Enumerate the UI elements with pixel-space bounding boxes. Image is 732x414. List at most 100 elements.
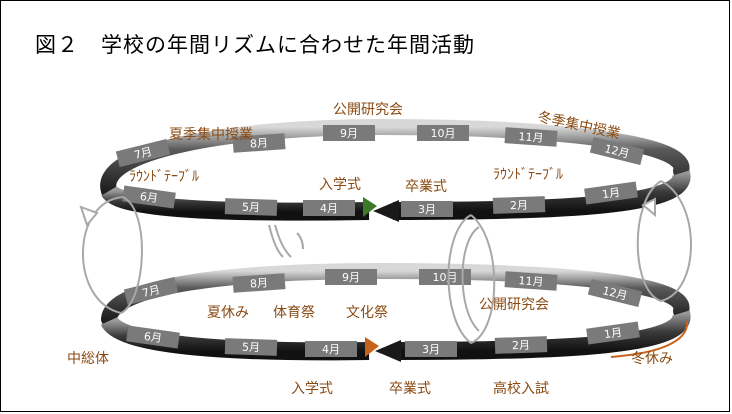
top-back-month-label: 10月 (431, 127, 456, 140)
bot-back-month-label: 10月 (433, 271, 458, 284)
label-high-school-exam: 高校入試 (493, 380, 549, 397)
bot-back-month-5: 11月 (504, 271, 558, 291)
bottom-front-months: 6月 5月 4月 3月 2月 1月 (126, 321, 640, 357)
bot-back-month-label: 7月 (141, 283, 162, 300)
bot-back-month-box (123, 276, 179, 306)
label-graduation-bottom: 卒業式 (389, 381, 431, 397)
top-back-month-box (323, 125, 375, 141)
bot-front-month-label: 4月 (322, 343, 340, 356)
bot-front-month-label: 2月 (512, 339, 530, 353)
bot-back-month-box (504, 271, 558, 291)
left-swirl-head (79, 205, 99, 228)
top-front-month-box (122, 185, 176, 209)
bot-back-month-box (232, 273, 286, 293)
bot-front-month-label: 1月 (603, 326, 623, 341)
top-front-month-2: 5月 (224, 198, 278, 216)
bot-back-month-box (325, 269, 377, 285)
top-front-month-box (224, 198, 278, 216)
right-swirl-head (641, 197, 656, 218)
top-front-months: 6月 5月 4月 3月 2月 1月 (122, 181, 638, 217)
top-back-month-label: 9月 (340, 127, 358, 140)
bot-front-month-box (586, 321, 640, 345)
center-swirl-arrow (447, 214, 496, 345)
top-back-month-label: 8月 (250, 136, 269, 150)
label-summer-break: 夏休み (207, 305, 249, 321)
top-back-months: 7月 8月 9月 10月 11月 12月 (115, 125, 645, 168)
label-culture-festival: 文化祭 (346, 305, 388, 321)
bottom-back-months: 7月 8月 9月 10月 11月 12月 (123, 269, 643, 308)
top-front-month-label: 1月 (601, 186, 621, 201)
label-entrance-bottom: 入学式 (291, 381, 333, 397)
bot-front-month-box (305, 341, 357, 357)
bottom-arrowhead (375, 340, 401, 362)
top-back-month-6: 12月 (589, 136, 645, 166)
top-back-month-label: 7月 (133, 145, 154, 162)
bot-front-month-3: 4月 (305, 341, 357, 357)
bot-front-month-label: 6月 (143, 330, 163, 345)
label-winter-break: 冬休み (631, 351, 673, 367)
bot-front-month-2: 5月 (224, 338, 278, 356)
top-back-month-2: 8月 (232, 133, 286, 153)
swirl-arrows (79, 180, 692, 345)
top-front-month-box (401, 201, 453, 217)
bot-back-month-label: 8月 (250, 276, 269, 290)
top-front-month-box (492, 196, 546, 214)
label-roundtable-right: ﾗｳﾝﾄﾞﾃｰﾌﾞﾙ (493, 167, 563, 183)
label-sports-festival: 体育祭 (273, 305, 315, 321)
bottom-cycle: 7月 8月 9月 10月 11月 12月 6月 5月 4月 3月 2月 1月 夏休み 体育祭 文化祭… (67, 262, 691, 397)
bot-front-month-label: 3月 (422, 343, 440, 356)
bot-front-month-6: 1月 (586, 321, 640, 345)
bot-back-month-1: 7月 (123, 276, 179, 306)
bottom-orange-edge (610, 320, 689, 358)
bottom-ring-front-right (396, 310, 691, 360)
top-front-month-label: 4月 (320, 202, 338, 215)
bot-back-month-3: 9月 (325, 269, 377, 285)
bot-front-month-1: 6月 (126, 325, 180, 349)
top-front-month-label: 2月 (510, 199, 528, 213)
mid-small-swirl (268, 224, 304, 258)
top-front-month-label: 3月 (418, 203, 436, 216)
top-front-month-6: 1月 (584, 181, 638, 205)
label-middle-tournament: 中総体 (67, 351, 109, 367)
bot-front-month-box (224, 338, 278, 356)
label-graduation-top: 卒業式 (405, 179, 447, 195)
top-back-month-box (589, 136, 645, 166)
top-back-month-box (504, 127, 558, 147)
bot-back-month-2: 8月 (232, 273, 286, 293)
top-back-month-label: 11月 (518, 130, 544, 145)
top-arrowhead (373, 200, 399, 222)
bot-back-month-4: 10月 (419, 269, 471, 285)
top-front-month-3: 4月 (303, 200, 355, 216)
label-entrance-top: 入学式 (319, 177, 361, 193)
top-front-month-5: 2月 (492, 196, 546, 214)
bot-front-month-box (126, 325, 180, 349)
top-back-month-label: 12月 (603, 142, 630, 161)
top-front-month-box (303, 200, 355, 216)
label-public-research-top: 公開研究会 (333, 102, 403, 118)
top-front-month-label: 6月 (139, 190, 159, 205)
center-swirl-inner (461, 226, 480, 332)
top-back-month-4: 10月 (417, 125, 469, 141)
top-back-month-5: 11月 (504, 127, 558, 147)
bot-front-month-5: 2月 (494, 336, 548, 354)
bot-back-month-box (419, 269, 471, 285)
top-front-month-label: 5月 (242, 201, 260, 215)
right-swirl-arrow (636, 180, 692, 303)
label-roundtable-left: ﾗｳﾝﾄﾞﾃｰﾌﾞﾙ (129, 169, 199, 185)
top-front-month-box (584, 181, 638, 205)
label-public-research-bottom: 公開研究会 (479, 297, 549, 313)
top-back-month-box (232, 133, 286, 153)
bot-front-month-box (494, 336, 548, 354)
top-back-month-box (115, 138, 171, 168)
bot-back-month-6: 12月 (587, 278, 643, 308)
bot-back-month-label: 11月 (518, 274, 544, 289)
bottom-orange-accent (365, 337, 379, 357)
top-front-month-1: 6月 (122, 185, 176, 209)
bot-front-month-box (405, 341, 457, 357)
top-ring-front (392, 170, 691, 220)
bot-front-month-4: 3月 (405, 341, 457, 357)
bot-back-month-label: 9月 (342, 271, 360, 284)
